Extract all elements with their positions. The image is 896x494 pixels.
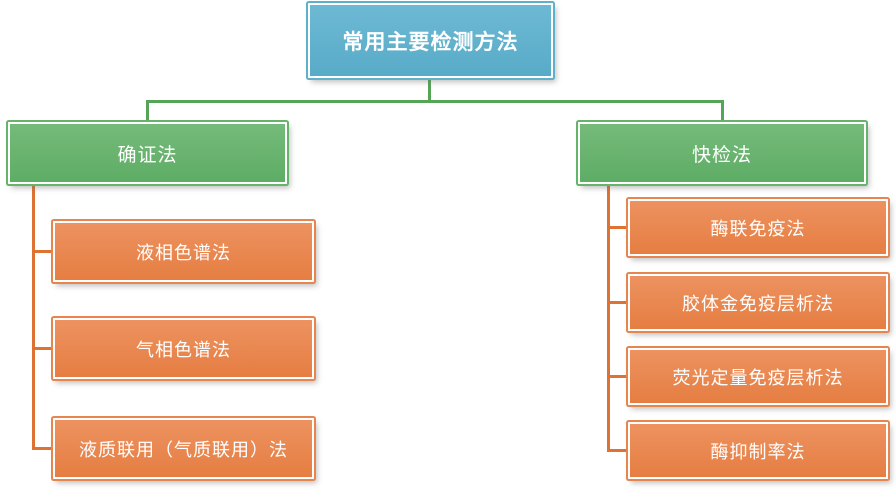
leaf-node-right-3-label: 荧光定量免疫层析法 [672,367,844,388]
leaf-node-right-2-label: 胶体金免疫层析法 [682,293,834,314]
connector-left-stub-3 [32,447,55,450]
branch-node-left-label: 确证法 [117,144,178,166]
leaf-node-left-1-label: 液相色谱法 [136,242,231,263]
leaf-node-right-2: 胶体金免疫层析法 [628,274,888,331]
leaf-node-right-1-label: 酶联免疫法 [710,218,806,239]
connector-root-drop [428,78,431,103]
connector-left-stub-1 [32,250,55,253]
leaf-node-left-2-label: 气相色谱法 [136,339,231,360]
connector-right-vertical [607,183,610,452]
leaf-node-left-1: 液相色谱法 [53,221,314,282]
leaf-node-left-3-label: 液质联用（气质联用）法 [79,439,288,460]
connector-branch-horizontal [146,100,724,103]
leaf-node-right-4: 酶抑制率法 [628,422,888,479]
branch-node-left: 确证法 [8,122,287,184]
branch-node-right-label: 快检法 [691,144,752,166]
connector-left-stub-2 [32,347,55,350]
connector-right-stub-3 [607,375,630,378]
leaf-node-left-3: 液质联用（气质联用）法 [53,418,314,479]
connector-left-branch-drop [146,100,149,124]
connector-right-stub-1 [607,226,630,229]
root-node-label: 常用主要检测方法 [342,30,519,54]
leaf-node-left-2: 气相色谱法 [53,318,314,379]
leaf-node-right-1: 酶联免疫法 [628,199,888,256]
connector-right-branch-drop [721,100,724,124]
leaf-node-right-4-label: 酶抑制率法 [710,441,806,462]
connector-left-vertical [32,183,35,450]
leaf-node-right-3: 荧光定量免疫层析法 [628,348,888,405]
root-node: 常用主要检测方法 [308,3,553,78]
connector-right-stub-2 [607,301,630,304]
branch-node-right: 快检法 [578,122,866,184]
connector-right-stub-4 [607,449,630,452]
